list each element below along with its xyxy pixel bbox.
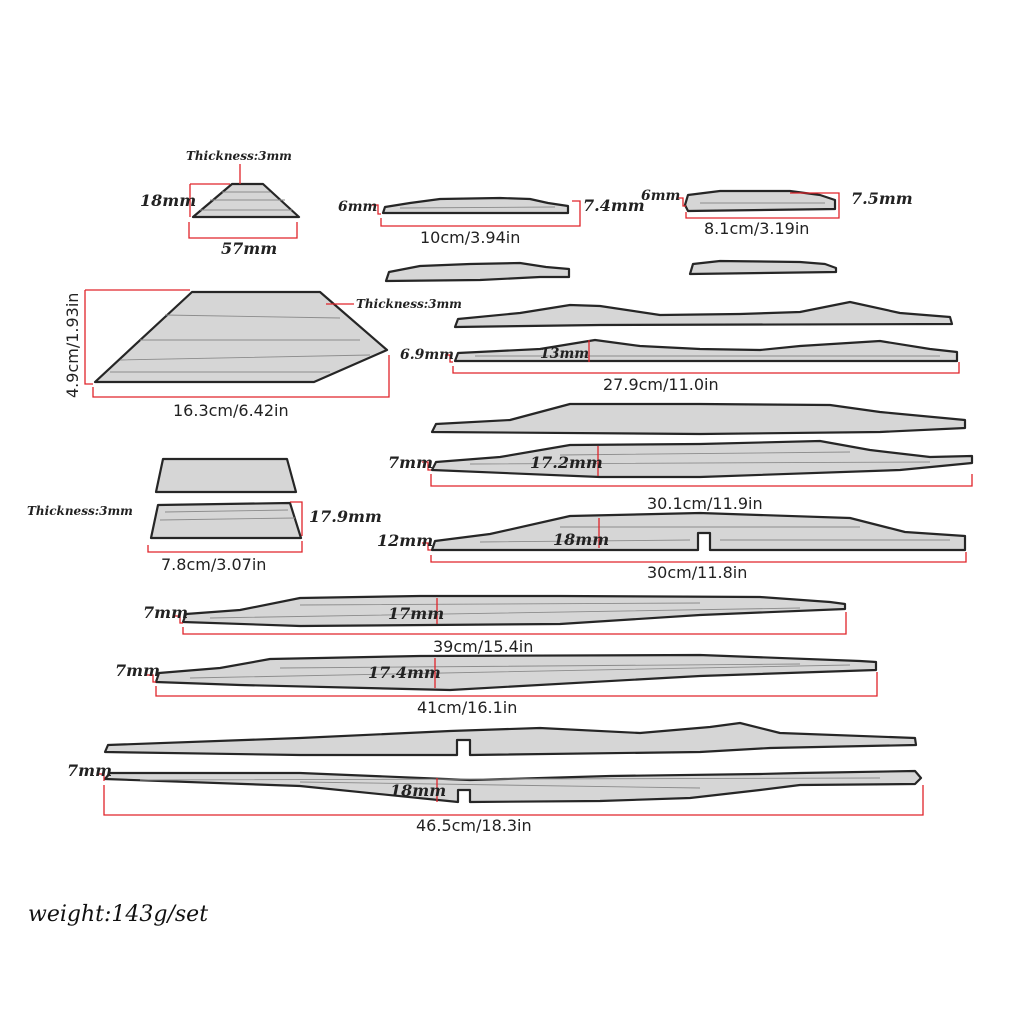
- strip-27cm-length-label: 27.9cm/11.0in: [603, 375, 719, 394]
- strip-46cm-length-label: 46.5cm/18.3in: [416, 816, 532, 835]
- mid-trapezoid-piece: Thickness:3mm 17.9mm 7.8cm/3.07in: [27, 501, 382, 574]
- strip-30cm-piece: 12mm 18mm 30cm/11.8in: [377, 511, 967, 582]
- strip-39cm-left-label: 7mm: [143, 603, 188, 622]
- weight-label: weight:143g/set: [28, 902, 208, 927]
- mid-trapezoid-width-label: 7.8cm/3.07in: [161, 555, 266, 574]
- strip-8cm-length-label: 8.1cm/3.19in: [704, 219, 809, 238]
- mid-trapezoid-thickness-label: Thickness:3mm: [27, 504, 133, 518]
- strip-39cm-height-label: 17mm: [388, 604, 444, 623]
- small-trapezoid-height-label: 18mm: [140, 191, 196, 210]
- strip-39cm-piece: 7mm 17mm 39cm/15.4in: [143, 594, 847, 656]
- strip-8cm-right-label: 7.5mm: [851, 189, 913, 208]
- large-trapezoid-width-label: 16.3cm/6.42in: [173, 401, 289, 420]
- strip-30-1cm-second-piece: [430, 402, 967, 436]
- strip-41cm-length-label: 41cm/16.1in: [417, 698, 517, 717]
- strip-8cm-second-piece: [688, 259, 838, 276]
- strip-46cm-left-label: 7mm: [67, 761, 112, 780]
- strip-27cm-second-piece: [453, 300, 954, 329]
- small-trapezoid-piece: Thickness:3mm 18mm 57mm: [140, 149, 301, 258]
- strip-30cm-length-label: 30cm/11.8in: [647, 563, 747, 582]
- strip-30cm-height-label: 18mm: [553, 530, 609, 549]
- small-trapezoid-width-label: 57mm: [221, 239, 277, 258]
- strip-30-1cm-piece: 7mm 17.2mm 30.1cm/11.9in: [388, 439, 974, 513]
- strip-46cm-second-piece: [103, 721, 918, 757]
- mid-trapezoid-height-label: 17.9mm: [309, 507, 382, 526]
- strip-46cm-piece: 7mm 18mm 46.5cm/18.3in: [67, 761, 924, 835]
- large-trapezoid-thickness-label: Thickness:3mm: [356, 297, 462, 311]
- strip-10cm-length-label: 10cm/3.94in: [420, 228, 520, 247]
- strip-41cm-piece: 7mm 17.4mm 41cm/16.1in: [115, 653, 878, 717]
- strip-10cm-second-piece: [384, 261, 571, 283]
- strip-10cm-right-label: 7.4mm: [583, 196, 645, 215]
- strip-41cm-height-label: 17.4mm: [368, 663, 441, 682]
- strip-8cm-piece: 6mm 7.5mm 8.1cm/3.19in: [641, 188, 913, 238]
- strip-30-1cm-length-label: 30.1cm/11.9in: [647, 494, 763, 513]
- strip-46cm-height-label: 18mm: [390, 781, 446, 800]
- small-trapezoid-thickness-label: Thickness:3mm: [186, 149, 292, 163]
- strip-8cm-left-label: 6mm: [641, 188, 680, 204]
- strip-30cm-left-label: 12mm: [377, 531, 433, 550]
- strip-27cm-piece: 6.9mm 13mm 27.9cm/11.0in: [400, 338, 960, 394]
- strip-30-1cm-left-label: 7mm: [388, 453, 433, 472]
- strip-30-1cm-height-label: 17.2mm: [530, 453, 603, 472]
- strip-27cm-height-label: 13mm: [540, 346, 589, 362]
- strip-27cm-left-label: 6.9mm: [400, 347, 454, 363]
- large-trapezoid-piece: 4.9cm/1.93in Thickness:3mm 16.3cm/6.42in: [63, 289, 462, 420]
- large-trapezoid-height-label: 4.9cm/1.93in: [63, 293, 82, 398]
- strip-39cm-length-label: 39cm/15.4in: [433, 637, 533, 656]
- strip-10cm-left-label: 6mm: [338, 199, 377, 215]
- strip-41cm-left-label: 7mm: [115, 661, 160, 680]
- strip-10cm-piece: 6mm 7.4mm 10cm/3.94in: [338, 196, 645, 247]
- mid-trapezoid-second-piece: [154, 457, 298, 494]
